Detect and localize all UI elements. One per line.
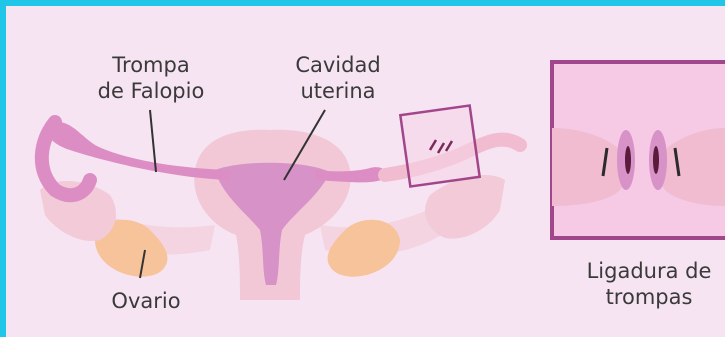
label-uterine-cavity: Cavidad uterina xyxy=(258,52,418,104)
label-tubal-ligation: Ligadura de trompas xyxy=(574,258,724,310)
right-fimbriae xyxy=(425,175,505,239)
ligation-site-box xyxy=(400,105,479,186)
label-fallopian-tube: Trompa de Falopio xyxy=(71,52,231,104)
left-fallopian-tube xyxy=(47,122,230,180)
diagram-canvas: Trompa de Falopio Cavidad uterina Ovario… xyxy=(6,6,725,337)
zoomed-tube-left-lumen xyxy=(625,146,631,174)
zoomed-tube-right-lumen xyxy=(653,146,659,174)
label-ovary: Ovario xyxy=(86,288,206,314)
